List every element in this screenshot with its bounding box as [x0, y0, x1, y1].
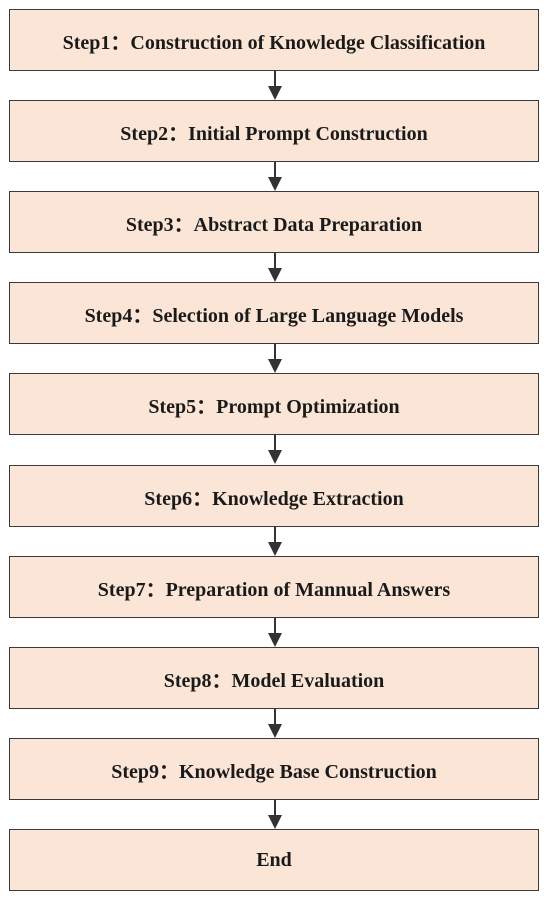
- arrow-down-icon: [268, 618, 282, 647]
- step-3-box: Step3：Abstract Data Preparation: [9, 191, 539, 253]
- step-3-label: Step3：Abstract Data Preparation: [125, 213, 423, 236]
- arrow-down-icon: [268, 709, 282, 738]
- step-9-label: Step9：Knowledge Base Construction: [111, 760, 437, 783]
- step-6-box: Step6：Knowledge Extraction: [9, 465, 539, 527]
- step-1-box: Step1：Construction of Knowledge Classifi…: [9, 9, 539, 71]
- arrow-down-icon: [268, 71, 282, 100]
- step-8-label: Step8：Model Evaluation: [163, 669, 385, 692]
- step-8-box: Step8：Model Evaluation: [9, 647, 539, 709]
- arrow-down-icon: [268, 162, 282, 191]
- arrow-down-icon: [268, 527, 282, 556]
- step-7-box: Step7：Preparation of Mannual Answers: [9, 556, 539, 618]
- arrow-down-icon: [268, 253, 282, 282]
- arrow-down-icon: [268, 344, 282, 373]
- step-9-box: Step9：Knowledge Base Construction: [9, 738, 539, 800]
- step-4-label: Step4：Selection of Large Language Models: [84, 304, 464, 327]
- step-5-box: Step5：Prompt Optimization: [9, 373, 539, 435]
- arrow-down-icon: [268, 435, 282, 464]
- step-1-label: Step1：Construction of Knowledge Classifi…: [62, 31, 486, 54]
- step-5-label: Step5：Prompt Optimization: [148, 395, 400, 418]
- end-box: End: [9, 829, 539, 891]
- end-label: End: [256, 848, 292, 871]
- step-6-label: Step6：Knowledge Extraction: [144, 487, 404, 510]
- step-2-label: Step2：Initial Prompt Construction: [120, 122, 428, 145]
- step-4-box: Step4：Selection of Large Language Models: [9, 282, 539, 344]
- arrow-down-icon: [268, 800, 282, 829]
- step-2-box: Step2：Initial Prompt Construction: [9, 100, 539, 162]
- step-7-label: Step7：Preparation of Mannual Answers: [97, 578, 451, 601]
